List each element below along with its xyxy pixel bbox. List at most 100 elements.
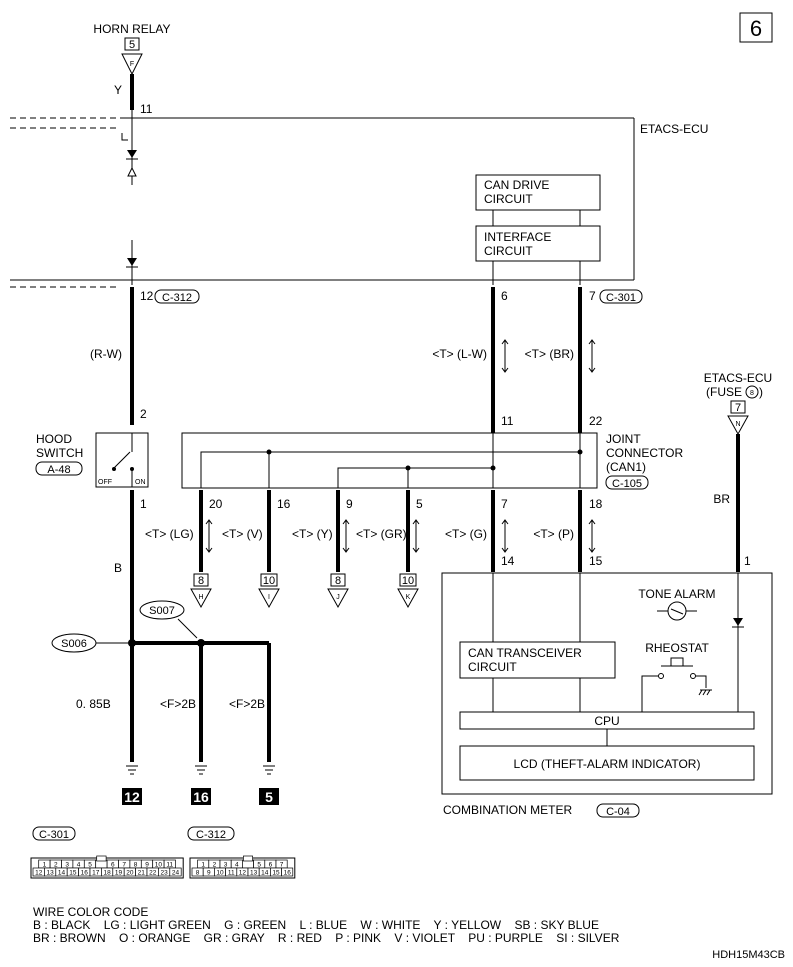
c312-pin: 4 [235, 862, 239, 869]
etacs-diode-icon-2 [127, 258, 137, 266]
can-drive-line1: CAN DRIVE [484, 178, 549, 192]
horn-wire-color: Y [114, 83, 122, 97]
meter-pin-1: 1 [744, 554, 751, 568]
ground-symbol-12 [126, 765, 138, 775]
horn-relay-offpage-arrow [121, 53, 143, 76]
c301-pin: 17 [92, 870, 100, 877]
can-transceiver-box [459, 641, 616, 679]
etacs-fuse-offpage-arrow [727, 415, 749, 436]
offpage-j-num: 8 [335, 575, 341, 587]
ground-badge-16 [191, 788, 211, 805]
c312-face-badge [187, 826, 235, 841]
ground-label-16: 16 [193, 789, 209, 805]
c301-pin: 4 [77, 862, 81, 869]
etacs-pin-12: 12 [140, 289, 154, 303]
c301-pin: 16 [81, 870, 89, 877]
wire-f2b-1: <F>2B [160, 697, 196, 711]
page-number-box [739, 12, 773, 43]
offpage-i [258, 573, 280, 609]
c312-pin: 3 [224, 862, 228, 869]
c312-pin: 1 [201, 862, 205, 869]
joint-dot-4 [490, 465, 496, 471]
joint-line3: (CAN1) [606, 460, 646, 474]
c301-pin: 2 [54, 862, 58, 869]
hood-switch-on: ON [135, 479, 146, 486]
etacs-pin-7: 7 [589, 289, 596, 303]
offpage-h-num: 8 [198, 575, 204, 587]
hood-switch-off: OFF [98, 479, 112, 486]
interface-line1: INTERFACE [484, 230, 551, 244]
c301-pin: 11 [166, 862, 173, 869]
joint-pin-7: 7 [501, 497, 508, 511]
joint-line1: JOINT [606, 432, 641, 446]
etacs-fuse-conn-box [730, 400, 746, 414]
etacs-pin-6: 6 [501, 289, 508, 303]
offpage-i-num: 10 [263, 575, 275, 587]
etacs-fuse-suffix: ) [759, 385, 763, 399]
twist-marker-br [588, 339, 596, 373]
c301-pin: 7 [122, 862, 126, 869]
joint-pin-18: 18 [589, 497, 603, 511]
etacs-switch-symbol [121, 133, 128, 141]
c301-pin: 12 [35, 870, 43, 877]
twist-marker-y-gr [342, 519, 350, 553]
c312-key [243, 855, 253, 862]
twist-marker-g [501, 519, 509, 553]
offpage-h-letter: H [198, 594, 203, 601]
hood-switch-conn: A-48 [47, 464, 70, 476]
meter-diode-icon [733, 618, 743, 626]
offpage-k-num: 10 [402, 575, 414, 587]
offpage-i-letter: I [268, 594, 270, 601]
offpage-k-letter: K [406, 594, 411, 601]
etacs-fuse-letter: N [735, 421, 740, 428]
c301-face-name: C-301 [39, 829, 69, 841]
ground-symbol-5 [263, 765, 275, 775]
c301-cell [169, 867, 182, 877]
horn-relay-conn: 5 [129, 39, 135, 51]
c312-pin: 5 [257, 862, 261, 869]
c312-face-name: C-312 [196, 829, 226, 841]
hood-switch-line2: SWITCH [36, 446, 83, 460]
joint-pin-22: 22 [589, 414, 603, 428]
joint-pin-5: 5 [416, 497, 423, 511]
cpu-label: CPU [594, 714, 619, 728]
s006-label: S006 [61, 638, 87, 650]
wire-f2b-2: <F>2B [229, 697, 265, 711]
c312-pin: 16 [284, 870, 292, 877]
c301-pin: 10 [155, 862, 163, 869]
joint-connector-box [181, 432, 598, 489]
c312-pin: 9 [207, 870, 211, 877]
ground-label-12: 12 [124, 789, 140, 805]
c312-pin: 11 [228, 870, 235, 877]
legend-title: WIRE COLOR CODE [33, 905, 148, 919]
c301-key [96, 855, 107, 862]
c301-pin: 13 [46, 870, 54, 877]
c301-pin: 20 [126, 870, 134, 877]
etacs-label: ETACS-ECU [640, 122, 708, 136]
can-drive-line2: CIRCUIT [484, 192, 533, 206]
c105-badge [605, 475, 649, 490]
can-trans-line2: CIRCUIT [468, 660, 517, 674]
hood-switch-line1: HOOD [36, 432, 72, 446]
c301-label: C-301 [606, 292, 636, 304]
rheostat-label: RHEOSTAT [645, 641, 709, 655]
meter-conn: C-04 [606, 806, 630, 818]
c312-pin: 8 [196, 870, 200, 877]
c301-pin: 15 [69, 870, 77, 877]
fuse-number-circle [745, 385, 759, 399]
s007-leader [177, 618, 198, 639]
twist-marker-gr [412, 519, 420, 553]
wire-y-label: <T> (Y) [292, 527, 333, 541]
c301-face-badge [32, 826, 76, 841]
a48-badge [35, 461, 83, 476]
tone-alarm-icon [657, 601, 697, 621]
twist-marker-lg-v [205, 519, 213, 553]
joint-conn: C-105 [612, 478, 642, 490]
offpage-h [190, 573, 212, 609]
wire-gr-label: <T> (GR) [356, 527, 407, 541]
etacs-fuse-conn: 7 [735, 402, 741, 414]
meter-label: COMBINATION METER [443, 803, 572, 817]
twist-marker-lw [501, 339, 509, 373]
